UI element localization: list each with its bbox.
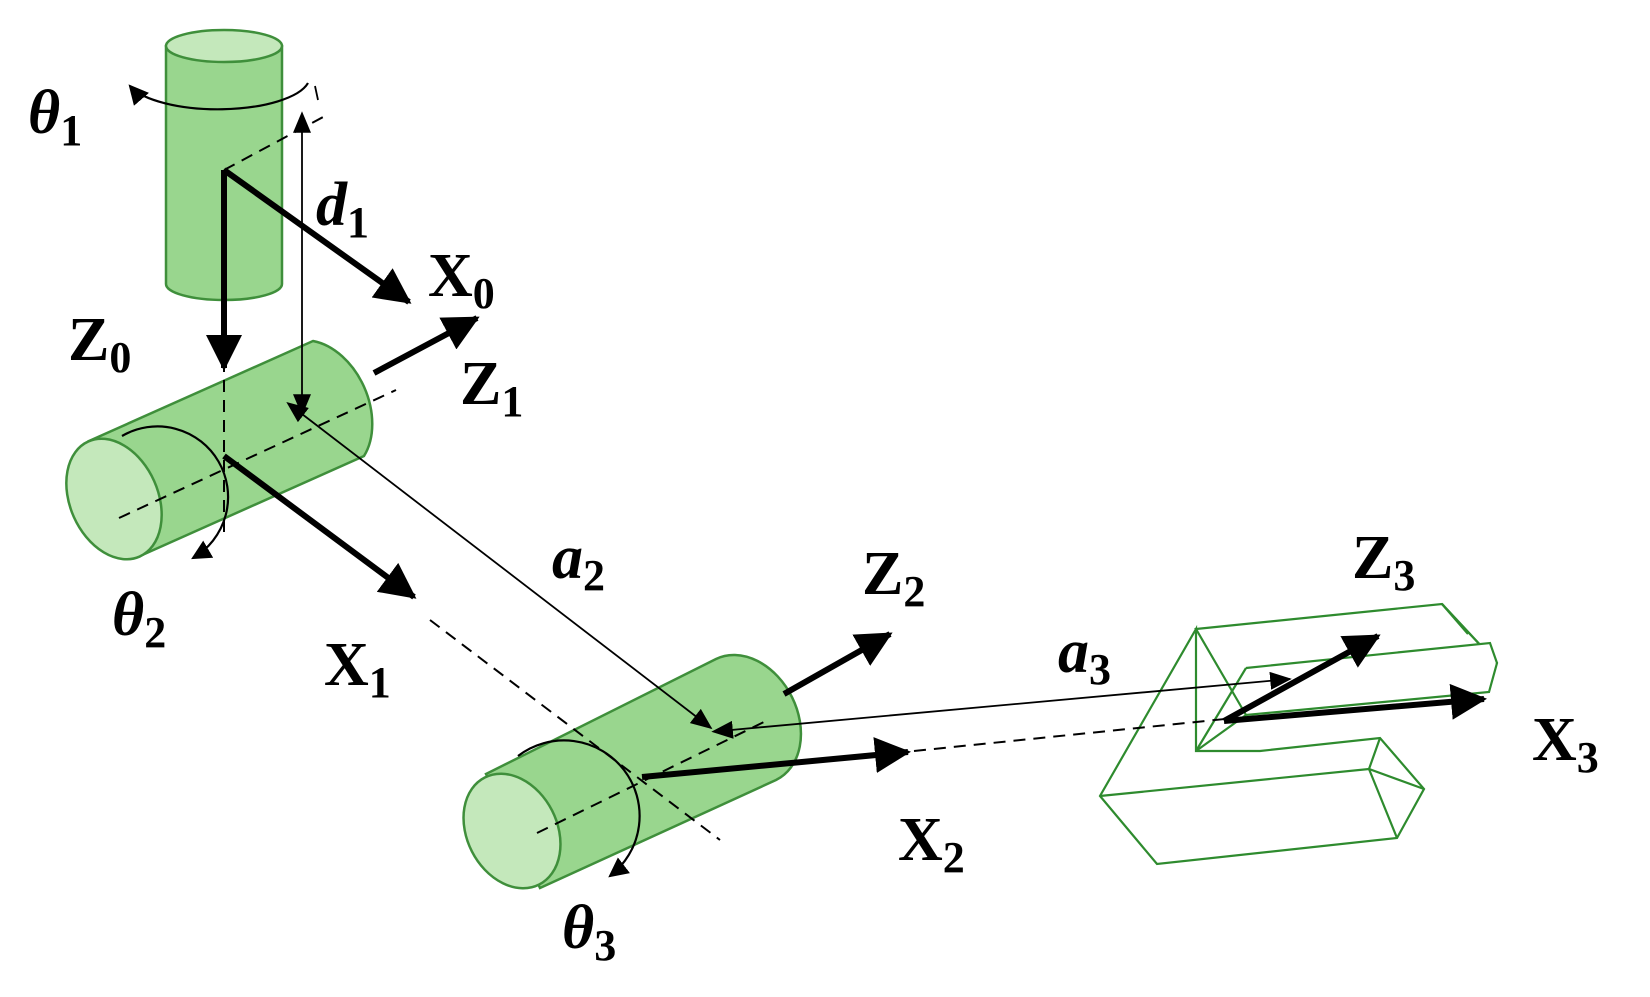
theta3-rotation-arrow xyxy=(517,739,641,878)
theta1-rotation-arrow xyxy=(128,82,319,111)
a2-label: a2 xyxy=(552,524,605,600)
a3-label: a3 xyxy=(1058,618,1111,694)
theta2-label: θ2 xyxy=(112,581,166,657)
theta2-rotation-arrow xyxy=(121,425,230,560)
z1-axis-arrow xyxy=(372,315,480,376)
theta3-label: θ3 xyxy=(562,894,616,970)
x2-axis-arrow xyxy=(641,737,911,780)
x1-label: X1 xyxy=(324,631,391,707)
x3-label: X3 xyxy=(1532,706,1599,782)
x0-label: X0 xyxy=(428,242,495,318)
theta1-label: θ1 xyxy=(28,79,82,155)
gripper-outline xyxy=(1098,602,1499,866)
a3-dimension-arrow xyxy=(711,671,1292,739)
z0-label: Z0 xyxy=(68,306,131,382)
x2-label: X2 xyxy=(898,806,965,882)
joint-3-cylinder xyxy=(462,653,803,890)
z3-label: Z3 xyxy=(1352,524,1415,600)
a2-dimension-arrow xyxy=(286,401,713,730)
z2-axis-arrow xyxy=(782,631,893,697)
x0-axis-arrow xyxy=(222,167,412,305)
joint-2-cylinder xyxy=(65,339,374,561)
d1-label: d1 xyxy=(316,171,369,247)
z1-label: Z1 xyxy=(460,350,523,426)
z2-label: Z2 xyxy=(862,540,925,616)
